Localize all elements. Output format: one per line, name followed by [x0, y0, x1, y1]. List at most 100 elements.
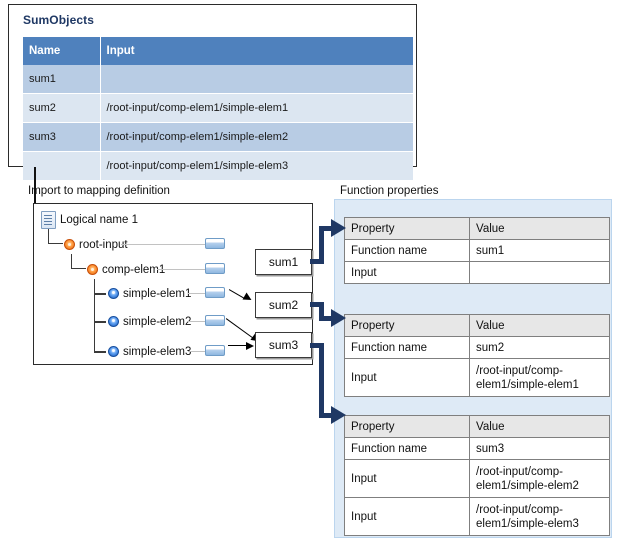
function-properties-panel: Property Value Function name sum1 Input …	[334, 199, 612, 538]
cell-value: /root-input/comp-elem1/simple-elem1	[469, 358, 610, 397]
connector-socket-icon[interactable]	[205, 263, 225, 274]
navy-connector-sum2-h2	[319, 316, 333, 321]
tree-branch	[94, 351, 106, 353]
cell-input	[100, 65, 413, 94]
cell-input: /root-input/comp-elem1/simple-elem1	[100, 93, 413, 123]
navy-connector-sum1-h2	[319, 226, 333, 231]
navy-connector-sum2-v	[319, 302, 324, 321]
tree-link-line	[188, 293, 205, 294]
tree-node-label: simple-elem3	[123, 346, 192, 358]
cell-value	[469, 261, 610, 284]
table-row[interactable]: sum1	[23, 65, 413, 94]
tree-stem	[94, 279, 95, 353]
table-header-row: Property Value	[344, 415, 610, 438]
navy-connector-sum3-h	[310, 343, 324, 348]
tree-branch	[94, 321, 106, 323]
import-section-label: Import to mapping definition	[28, 185, 170, 197]
navy-connector-sum3-v	[319, 343, 324, 418]
cell-property: Input	[344, 261, 470, 284]
function-box-label: sum3	[268, 338, 299, 352]
table-row[interactable]: Input /root-input/comp-elem1/simple-elem…	[344, 497, 610, 536]
sum-objects-table: Name Input sum1 sum2 /root-input/comp-el…	[23, 37, 413, 181]
cell-value: /root-input/comp-elem1/simple-elem2	[469, 459, 610, 498]
tree-node-label: comp-elem1	[102, 264, 166, 276]
column-header-value: Value	[469, 217, 610, 240]
cell-property: Input	[344, 497, 470, 536]
cell-value: sum1	[469, 239, 610, 262]
function-properties-table-sum3: Property Value Function name sum3 Input …	[344, 415, 610, 536]
navy-connector-sum1-v	[319, 226, 324, 264]
sum-objects-title: SumObjects	[23, 13, 95, 27]
tree-link-line	[188, 321, 205, 322]
function-properties-label: Function properties	[340, 185, 439, 197]
tree-branch	[94, 293, 106, 295]
cell-input: /root-input/comp-elem1/simple-elem3	[100, 151, 413, 181]
blue-node-icon	[108, 346, 119, 357]
sum-objects-panel: SumObjects Name Input sum1 sum2 /root-in…	[8, 4, 417, 181]
function-box-label: sum2	[268, 298, 299, 312]
table-header-row: Property Value	[344, 217, 610, 240]
cell-value: /root-input/comp-elem1/simple-elem3	[469, 497, 610, 536]
function-properties-table-sum1: Property Value Function name sum1 Input	[344, 217, 610, 284]
navy-arrow-head-sum1-icon	[331, 219, 346, 237]
tree-elbow	[48, 229, 63, 244]
navy-arrow-head-sum3-icon	[331, 406, 346, 424]
cell-name: sum2	[23, 93, 101, 123]
tree-node-label: simple-elem2	[123, 316, 192, 328]
navy-connector-sum3-h2	[319, 413, 333, 418]
navy-connector-sum2-h	[310, 302, 324, 307]
mapping-tree: Logical name 1 root-input comp-elem1 sim…	[33, 203, 313, 365]
table-row[interactable]: Function name sum3	[344, 437, 610, 460]
table-row[interactable]: sum3 /root-input/comp-elem1/simple-elem2	[23, 122, 413, 152]
cell-property: Function name	[344, 437, 470, 460]
tree-elbow	[71, 254, 86, 269]
cell-property: Function name	[344, 336, 470, 359]
connector-socket-icon[interactable]	[205, 345, 225, 356]
tree-link-line	[188, 351, 205, 352]
cell-value: sum3	[469, 437, 610, 460]
table-header-row: Property Value	[344, 314, 610, 337]
orange-node-icon	[64, 239, 75, 250]
function-box-label: sum1	[268, 255, 299, 269]
blue-node-icon	[108, 288, 119, 299]
navy-arrow-head-sum2-icon	[331, 309, 346, 327]
table-header-row: Name Input	[23, 37, 413, 65]
blue-node-icon	[108, 316, 119, 327]
tree-link-line	[121, 244, 205, 245]
column-header-value: Value	[469, 314, 610, 337]
column-header-property: Property	[344, 217, 470, 240]
table-row[interactable]: Input /root-input/comp-elem1/simple-elem…	[344, 459, 610, 498]
table-row[interactable]: Input /root-input/comp-elem1/simple-elem…	[344, 358, 610, 397]
tree-node-label: simple-elem1	[123, 288, 192, 300]
column-header-property: Property	[344, 314, 470, 337]
cell-property: Function name	[344, 239, 470, 262]
tree-node-label: root-input	[79, 239, 128, 251]
tree-link-line	[157, 269, 205, 270]
cell-property: Input	[344, 459, 470, 498]
orange-node-icon	[87, 264, 98, 275]
table-row[interactable]: Function name sum2	[344, 336, 610, 359]
column-header-input: Input	[100, 37, 413, 65]
column-header-value: Value	[469, 415, 610, 438]
table-row[interactable]: /root-input/comp-elem1/simple-elem3	[23, 151, 413, 181]
table-row[interactable]: Function name sum1	[344, 239, 610, 262]
cell-value: sum2	[469, 336, 610, 359]
function-properties-table-sum2: Property Value Function name sum2 Input …	[344, 314, 610, 397]
table-row[interactable]: Input	[344, 261, 610, 284]
cell-name	[23, 151, 101, 181]
navy-connector-sum1-h	[310, 259, 324, 264]
function-box-sum2[interactable]: sum2	[255, 292, 312, 318]
function-box-sum3[interactable]: sum3	[255, 332, 312, 358]
cell-name: sum1	[23, 65, 101, 94]
column-header-name: Name	[23, 37, 101, 65]
cell-input: /root-input/comp-elem1/simple-elem2	[100, 122, 413, 152]
connector-socket-icon[interactable]	[205, 315, 225, 326]
connector-socket-icon[interactable]	[205, 238, 225, 249]
cell-property: Input	[344, 358, 470, 397]
cell-name: sum3	[23, 122, 101, 152]
tree-node-label: Logical name 1	[60, 214, 138, 226]
table-row[interactable]: sum2 /root-input/comp-elem1/simple-elem1	[23, 93, 413, 123]
document-icon	[41, 211, 56, 229]
connector-socket-icon[interactable]	[205, 287, 225, 298]
function-box-sum1[interactable]: sum1	[255, 249, 312, 275]
